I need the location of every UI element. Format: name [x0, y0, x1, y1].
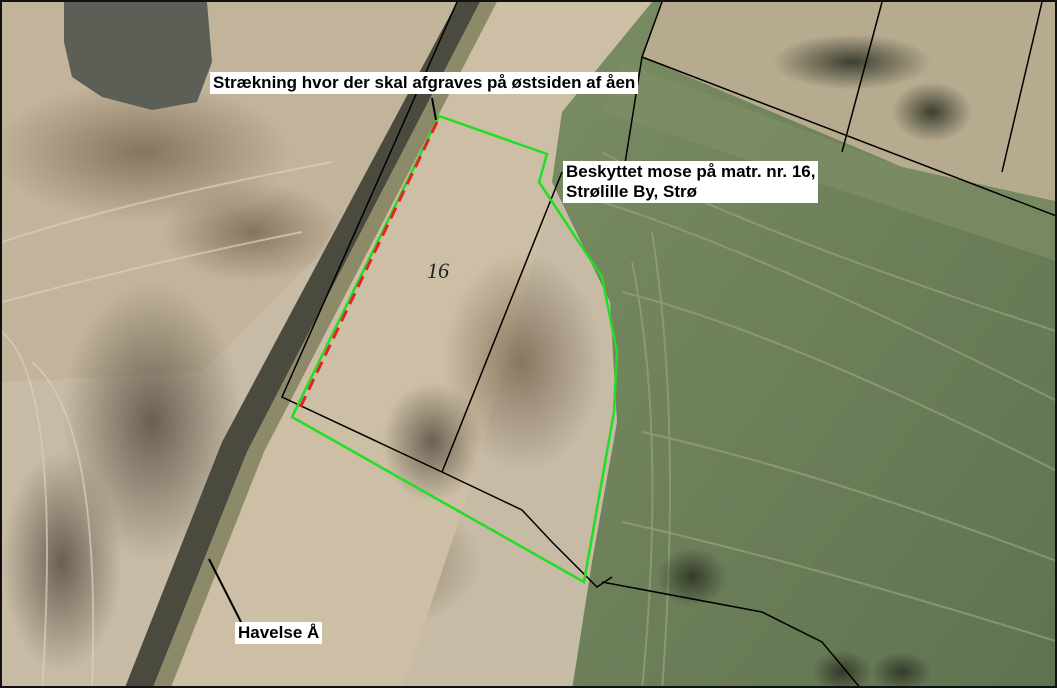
meadow-strip [171, 2, 652, 686]
label-protected-bog-line1: Beskyttet mose på matr. nr. 16, [566, 162, 816, 181]
field-green-strip [602, 62, 1055, 261]
pond [64, 2, 212, 110]
tree [657, 547, 727, 607]
protected-bog-outline [290, 114, 619, 584]
label-protected-bog: Beskyttet mose på matr. nr. 16, Strølill… [563, 161, 819, 203]
parcel-number: 16 [427, 258, 449, 283]
river-bank [153, 2, 497, 686]
river-havelse-aa [125, 2, 480, 686]
field-northeast [642, 2, 1055, 202]
leader-line-stretch [431, 97, 437, 121]
tree [812, 650, 872, 686]
excavation-line [296, 121, 439, 413]
scrub-patch [442, 252, 602, 472]
label-river: Havelse Å [235, 622, 323, 644]
label-protected-bog-line2: Strølille By, Strø [566, 182, 697, 201]
tree [872, 652, 932, 686]
tree [892, 82, 972, 142]
wetland-patch [2, 452, 122, 672]
cadastral-lines [281, 2, 1055, 686]
scrub-patch [382, 382, 482, 502]
wetland-patch [162, 182, 342, 282]
field-tracks-west [2, 161, 333, 686]
field-tracks [601, 151, 1055, 686]
label-excavation-stretch: Strækning hvor der skal afgraves på østs… [210, 72, 639, 94]
tree [772, 34, 932, 90]
leader-line-river [208, 558, 243, 625]
